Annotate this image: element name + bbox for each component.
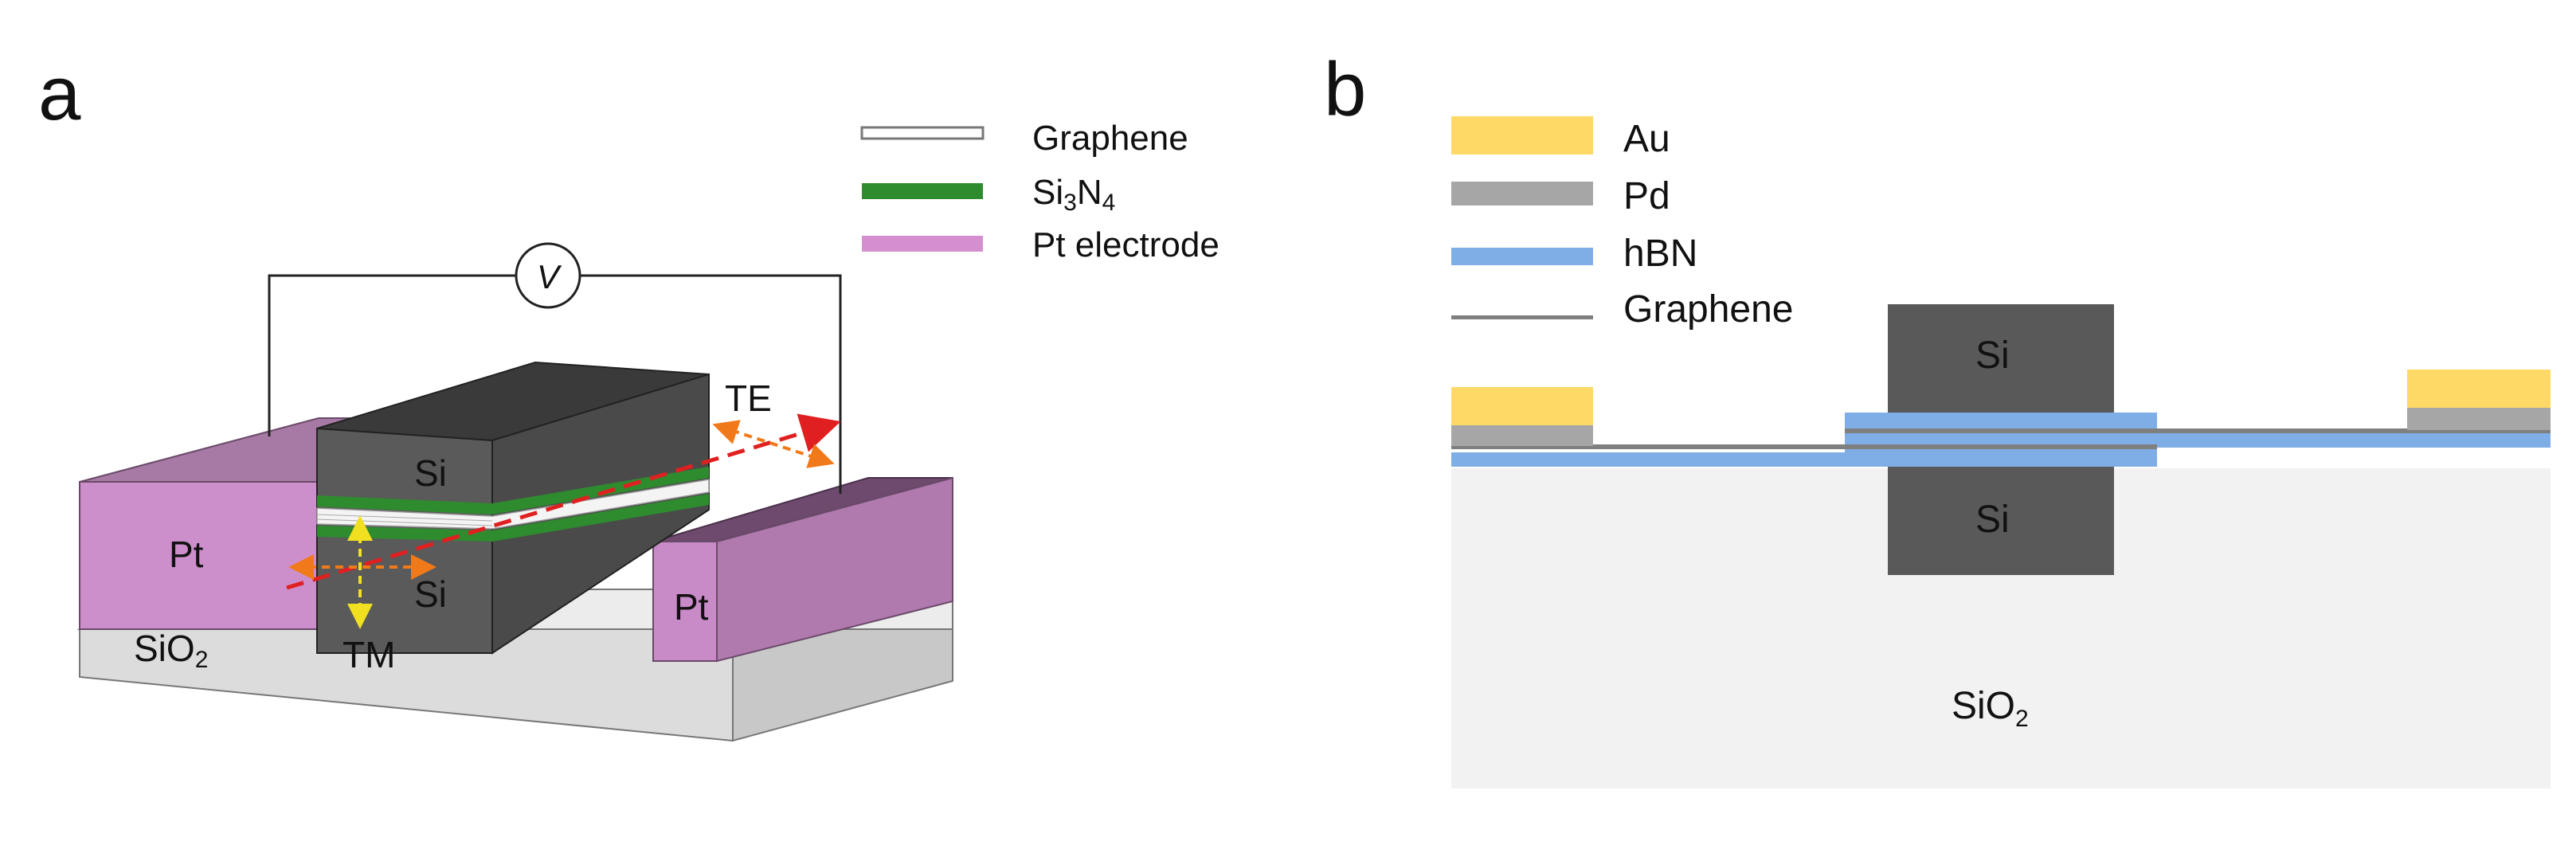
graphene-left (1451, 444, 2157, 449)
legend-si3n4-swatch (862, 183, 983, 199)
si3n4-lower-layer (317, 494, 709, 542)
au-left (1451, 387, 1593, 425)
legend-pd-swatch (1451, 182, 1593, 205)
panel-a-legend: Graphene Si3N4 Pt electrode (860, 119, 1219, 264)
legend-hbn-swatch (1451, 248, 1593, 265)
te-label: TE (725, 378, 772, 419)
legend-pt-label: Pt electrode (1032, 225, 1219, 264)
voltmeter-circuit: V (268, 242, 842, 494)
legend-graphene-swatch (860, 126, 985, 140)
pt-electrode-right: Pt (652, 476, 953, 663)
legend-hbn-label: hBN (1623, 233, 1697, 275)
sio2-label: SiO2 (134, 628, 208, 673)
legend-pd-label: Pd (1623, 175, 1670, 217)
graphene-center-top (1845, 428, 2157, 433)
voltmeter-circle (515, 242, 581, 309)
legend-pt-electrode: Pt electrode (862, 225, 1219, 264)
au-right (2407, 370, 2551, 408)
tm-label: TM (343, 634, 395, 675)
legend-si3n4-label: Si3N4 (1032, 173, 1115, 216)
hbn-bottom-layer (1451, 452, 2157, 467)
wire-left (268, 274, 516, 436)
legend-graphene-b-swatch (1451, 315, 1593, 319)
si-top-b (1888, 304, 2114, 413)
pt-right-label: Pt (674, 586, 709, 628)
si-bottom-b-label: Si (1975, 499, 2010, 541)
graphene-center-bottom (1845, 444, 2157, 449)
pd-left (1451, 425, 1593, 446)
panel-b: b Au Pd hBN Graphene SiO2 Si (1324, 47, 2551, 788)
legend-pt-swatch (862, 236, 983, 252)
hbn-right-layer (2157, 430, 2551, 448)
sio2-label-b: SiO2 (1952, 685, 2029, 732)
voltmeter-symbol: V (537, 258, 562, 295)
si3n4-upper-layer (317, 467, 709, 514)
pd-right (2407, 408, 2551, 430)
legend-graphene-b-label: Graphene (1623, 288, 1794, 331)
graphene-right (1845, 428, 2551, 433)
si-bottom-b (1888, 464, 2114, 575)
si-top-label: Si (414, 452, 447, 494)
panel-a-letter: a (38, 51, 81, 136)
legend-graphene: Graphene (860, 119, 1188, 158)
panel-a: a Graphene Si3N4 Pt electrode SiO2 (38, 51, 1219, 742)
legend-au-swatch (1451, 116, 1593, 155)
panel-b-legend: Au Pd hBN Graphene (1451, 116, 1794, 331)
legend-graphene-b: Graphene (1451, 288, 1794, 331)
pt-left-label: Pt (169, 534, 204, 575)
legend-si3n4: Si3N4 (862, 173, 1115, 216)
legend-au-label: Au (1623, 118, 1670, 160)
si-waveguide: Si Si (316, 361, 710, 655)
legend-pd: Pd (1451, 175, 1670, 217)
si-top-b-label: Si (1975, 335, 2010, 377)
te-arrow-output (712, 420, 835, 468)
si-bottom-label: Si (414, 573, 447, 615)
graphene-layer (316, 479, 710, 530)
legend-hbn: hBN (1451, 233, 1697, 275)
legend-graphene-label: Graphene (1032, 119, 1188, 158)
legend-au: Au (1451, 116, 1670, 160)
panel-b-letter: b (1324, 47, 1366, 132)
optical-beam: TE TM (286, 378, 841, 675)
